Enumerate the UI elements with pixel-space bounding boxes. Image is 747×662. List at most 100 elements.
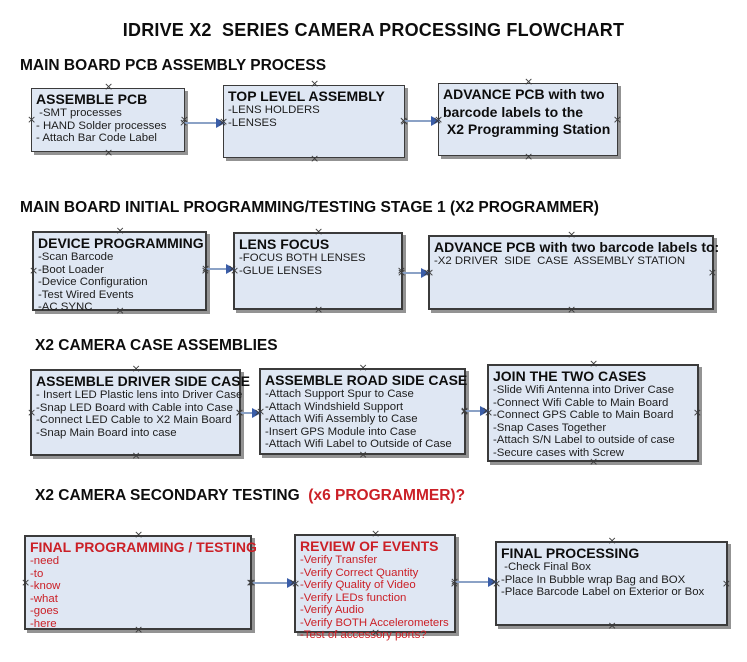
- box-item: -X2 DRIVER SIDE CASE ASSEMBLY STATION: [434, 255, 686, 268]
- box-item: -Test of accessory ports?: [300, 629, 427, 642]
- box-item: -to: [30, 567, 44, 580]
- connection-handle-icon: ×: [115, 224, 125, 237]
- box-title: FINAL PROCESSING: [501, 545, 640, 561]
- box-title: DEVICE PROGRAMMING: [38, 235, 204, 251]
- box-item: -goes: [30, 605, 59, 618]
- box-item: -Secure cases with Screw: [493, 446, 625, 459]
- box-items: -Scan Barcode-Boot Loader-Device Configu…: [38, 251, 201, 314]
- flow-box-lens-focus: LENS FOCUS -FOCUS BOTH LENSES-GLUE LENSE…: [230, 226, 406, 315]
- box-item: -Attach Support Spur to Case: [265, 388, 414, 401]
- flow-box-advance-pcb-programming-station: ADVANCE PCB with two barcode labels to t…: [434, 76, 622, 162]
- box-item: -need: [30, 555, 60, 568]
- connection-handle-icon: ×: [524, 75, 534, 88]
- flow-box-assemble-pcb: ASSEMBLE PCB -SMT processes- HAND Solder…: [27, 81, 189, 158]
- box-item: -Attach Wifi Label to Outside of Case: [265, 438, 452, 451]
- section-heading-secondary-testing: X2 CAMERA SECONDARY TESTING (x6 PROGRAMM…: [35, 487, 465, 505]
- section-heading-text: X2 CAMERA SECONDARY TESTING: [35, 487, 304, 504]
- box-title: TOP LEVEL ASSEMBLY: [228, 88, 385, 104]
- connection-handle-icon: ×: [567, 303, 577, 316]
- box-item: -Place In Bubble wrap Bag and BOX: [501, 573, 686, 586]
- connection-handle-icon: ×: [134, 528, 144, 541]
- arrowhead-icon: [226, 264, 235, 274]
- box-item: -FOCUS BOTH LENSES: [239, 252, 366, 265]
- box-title: ASSEMBLE DRIVER SIDE CASE: [36, 373, 250, 389]
- section-heading-case-assemblies: X2 CAMERA CASE ASSEMBLIES: [35, 337, 278, 355]
- box-title: ASSEMBLE ROAD SIDE CASE: [265, 372, 468, 388]
- flow-box-assemble-driver-side-case: ASSEMBLE DRIVER SIDE CASE - Insert LED P…: [27, 363, 250, 461]
- connection-handle-icon: ×: [21, 575, 31, 589]
- flow-box-final-programming-testing: FINAL PROGRAMMING / TESTING -need-to-kno…: [21, 529, 257, 635]
- box-item: -Slide Wifi Antenna into Driver Case: [493, 384, 675, 397]
- box-items: -need-to-know-what-goes-here: [30, 555, 246, 630]
- flow-arrow: ××: [460, 405, 491, 416]
- flow-arrow: ××: [179, 117, 227, 128]
- box-items: -Slide Wifi Antenna into Driver Case-Con…: [493, 384, 693, 459]
- box-item: -Check Final Box: [501, 561, 591, 574]
- connection-handle-icon: ×: [310, 77, 320, 90]
- box-title: ASSEMBLE PCB: [36, 91, 148, 107]
- box-item: -Connect Wifi Cable to Main Board: [493, 396, 669, 409]
- box-title: LENS FOCUS: [239, 236, 330, 252]
- arrowhead-icon: [216, 118, 225, 128]
- box-item: -SMT processes: [36, 107, 122, 120]
- box-item: -AC SYNC: [38, 301, 93, 314]
- connection-handle-icon: ×: [131, 449, 141, 462]
- box-item: -here: [30, 617, 57, 630]
- box-item: -Test Wired Events: [38, 288, 134, 301]
- box-item: -LENSES: [228, 116, 277, 129]
- connection-handle-icon: ×: [692, 406, 702, 419]
- connection-handle-icon: ×: [371, 527, 381, 540]
- box-title: ADVANCE PCB with two barcode labels to:: [434, 239, 720, 255]
- flow-arrow: ××: [450, 576, 499, 587]
- box-items: - Insert LED Plastic lens into Driver Ca…: [36, 389, 242, 439]
- box-items: -Attach Support Spur to Case-Attach Wind…: [265, 388, 460, 451]
- box-item: -Snap LED Board with Cable into Case: [36, 401, 233, 414]
- section-heading-text: MAIN BOARD PCB ASSEMBLY PROCESS: [20, 57, 327, 74]
- box-item: -Insert GPS Module into Case: [265, 425, 417, 438]
- flow-box-advance-pcb-driver-side: ADVANCE PCB with two barcode labels to: …: [425, 229, 720, 315]
- box-item: -Verify Correct Quantity: [300, 566, 419, 579]
- connection-handle-icon: ×: [607, 619, 617, 632]
- flow-box-final-processing: FINAL PROCESSING -Check Final Box-Place …: [492, 535, 731, 631]
- box-item: - Attach Bar Code Label: [36, 132, 157, 145]
- flow-box-device-programming: DEVICE PROGRAMMING -Scan Barcode-Boot Lo…: [29, 225, 210, 316]
- box-item: -what: [30, 592, 58, 605]
- connection-handle-icon: ×: [567, 228, 577, 241]
- arrowhead-icon: [252, 408, 261, 418]
- box-title: REVIEW OF EVENTS: [300, 538, 439, 554]
- flow-arrow: ××: [201, 263, 237, 274]
- flow-box-top-level-assembly: TOP LEVEL ASSEMBLY -LENS HOLDERS-LENSES …: [219, 78, 409, 164]
- arrowhead-icon: [287, 578, 296, 588]
- box-item: -Place Barcode Label on Exterior or Box: [501, 586, 705, 599]
- page-title: IDRIVE X2 SERIES CAMERA PROCESSING FLOWC…: [122, 20, 625, 40]
- section-heading-text: MAIN BOARD INITIAL PROGRAMMING/TESTING S…: [20, 199, 599, 216]
- box-title: JOIN THE TWO CASES: [493, 368, 647, 384]
- connection-handle-icon: ×: [29, 264, 39, 277]
- box-item: -Attach Wifi Assembly to Case: [265, 413, 418, 426]
- connection-handle-icon: ×: [27, 405, 37, 419]
- flow-arrow: ××: [235, 407, 263, 418]
- connection-handle-icon: ×: [607, 534, 617, 547]
- connection-handle-icon: ×: [310, 152, 320, 165]
- flow-box-join-the-two-cases: JOIN THE TWO CASES -Slide Wifi Antenna i…: [484, 358, 702, 467]
- connection-handle-icon: ×: [707, 265, 717, 279]
- section-heading-initial-programming: MAIN BOARD INITIAL PROGRAMMING/TESTING S…: [20, 199, 599, 217]
- box-item: -Device Configuration: [38, 276, 148, 289]
- box-items: -LENS HOLDERS-LENSES: [228, 104, 400, 129]
- box-item: -Verify Quality of Video: [300, 579, 416, 592]
- arrowhead-icon: [421, 268, 430, 278]
- connection-handle-icon: ×: [358, 448, 368, 461]
- box-items: -Check Final Box-Place In Bubble wrap Ba…: [501, 561, 722, 599]
- flow-box-review-of-events: REVIEW OF EVENTS -Verify Transfer-Verify…: [291, 528, 459, 641]
- box-item: -Verify Transfer: [300, 554, 378, 567]
- box-item: - HAND Solder processes: [36, 119, 167, 132]
- box-item: -GLUE LENSES: [239, 264, 322, 277]
- box-item: -Connect LED Cable to X2 Main Board: [36, 414, 232, 427]
- connection-handle-icon: ×: [524, 150, 534, 163]
- connection-handle-icon: ×: [358, 361, 368, 374]
- section-heading-red-text: (x6 PROGRAMMER)?: [304, 487, 466, 504]
- flow-arrow: ××: [397, 267, 432, 278]
- box-item: -Connect GPS Cable to Main Board: [493, 409, 674, 422]
- box-items: -SMT processes- HAND Solder processes- A…: [36, 107, 180, 145]
- flow-arrow: ××: [399, 115, 442, 126]
